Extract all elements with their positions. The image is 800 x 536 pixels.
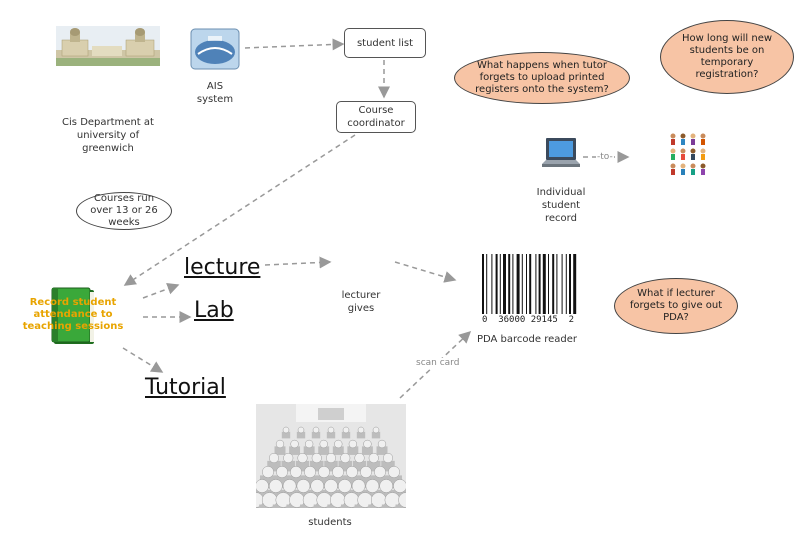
course-coordinator-box: Course coordinator <box>336 101 416 133</box>
link-lecture-to-lecturer <box>264 256 332 269</box>
green-book-icon <box>48 286 98 348</box>
barcode-icon <box>478 252 578 316</box>
record-attendance-label: Record student attendance to teaching se… <box>22 297 124 332</box>
pda-caption: PDA barcode reader <box>476 334 578 345</box>
temp-registration-bubble: How long will new students be on tempora… <box>660 20 794 94</box>
courses-note-oval: Courses run over 13 or 26 weeks <box>76 192 172 230</box>
lecturer-gives-label: lecturer gives <box>341 290 381 314</box>
people-figures-icon <box>668 132 708 182</box>
ais-caption: AIS system <box>196 81 234 105</box>
link-coordinator-to-record <box>123 134 356 286</box>
lab-label: Lab <box>194 298 234 323</box>
ais-globe-icon <box>190 28 240 70</box>
lecture-hall-photo <box>245 404 417 521</box>
buildings-photo <box>56 26 160 66</box>
link-record-to-tutorial <box>122 347 164 373</box>
student-record-caption: Individual student record <box>536 187 586 224</box>
tutorial-label: Tutorial <box>145 375 226 400</box>
to-link-label: -to- <box>596 152 614 162</box>
barcode-digits: 0 36000 29145 2 <box>481 315 575 325</box>
tutor-question-bubble: What happens when tutor forgets to uploa… <box>454 52 630 104</box>
link-ais-to-student-list <box>244 38 345 51</box>
laptop-icon <box>541 136 581 174</box>
student-list-box: student list <box>344 28 426 58</box>
link-record-to-lecture <box>142 283 180 299</box>
department-caption: Cis Department at university of greenwic… <box>62 117 154 154</box>
lecture-label: lecture <box>184 255 261 280</box>
pda-question-bubble: What if lecturer forgets to give out PDA… <box>614 278 738 334</box>
link-lecturer-to-pda <box>394 261 457 283</box>
scan-card-label: scan card <box>416 358 460 368</box>
students-caption: students <box>308 517 352 528</box>
